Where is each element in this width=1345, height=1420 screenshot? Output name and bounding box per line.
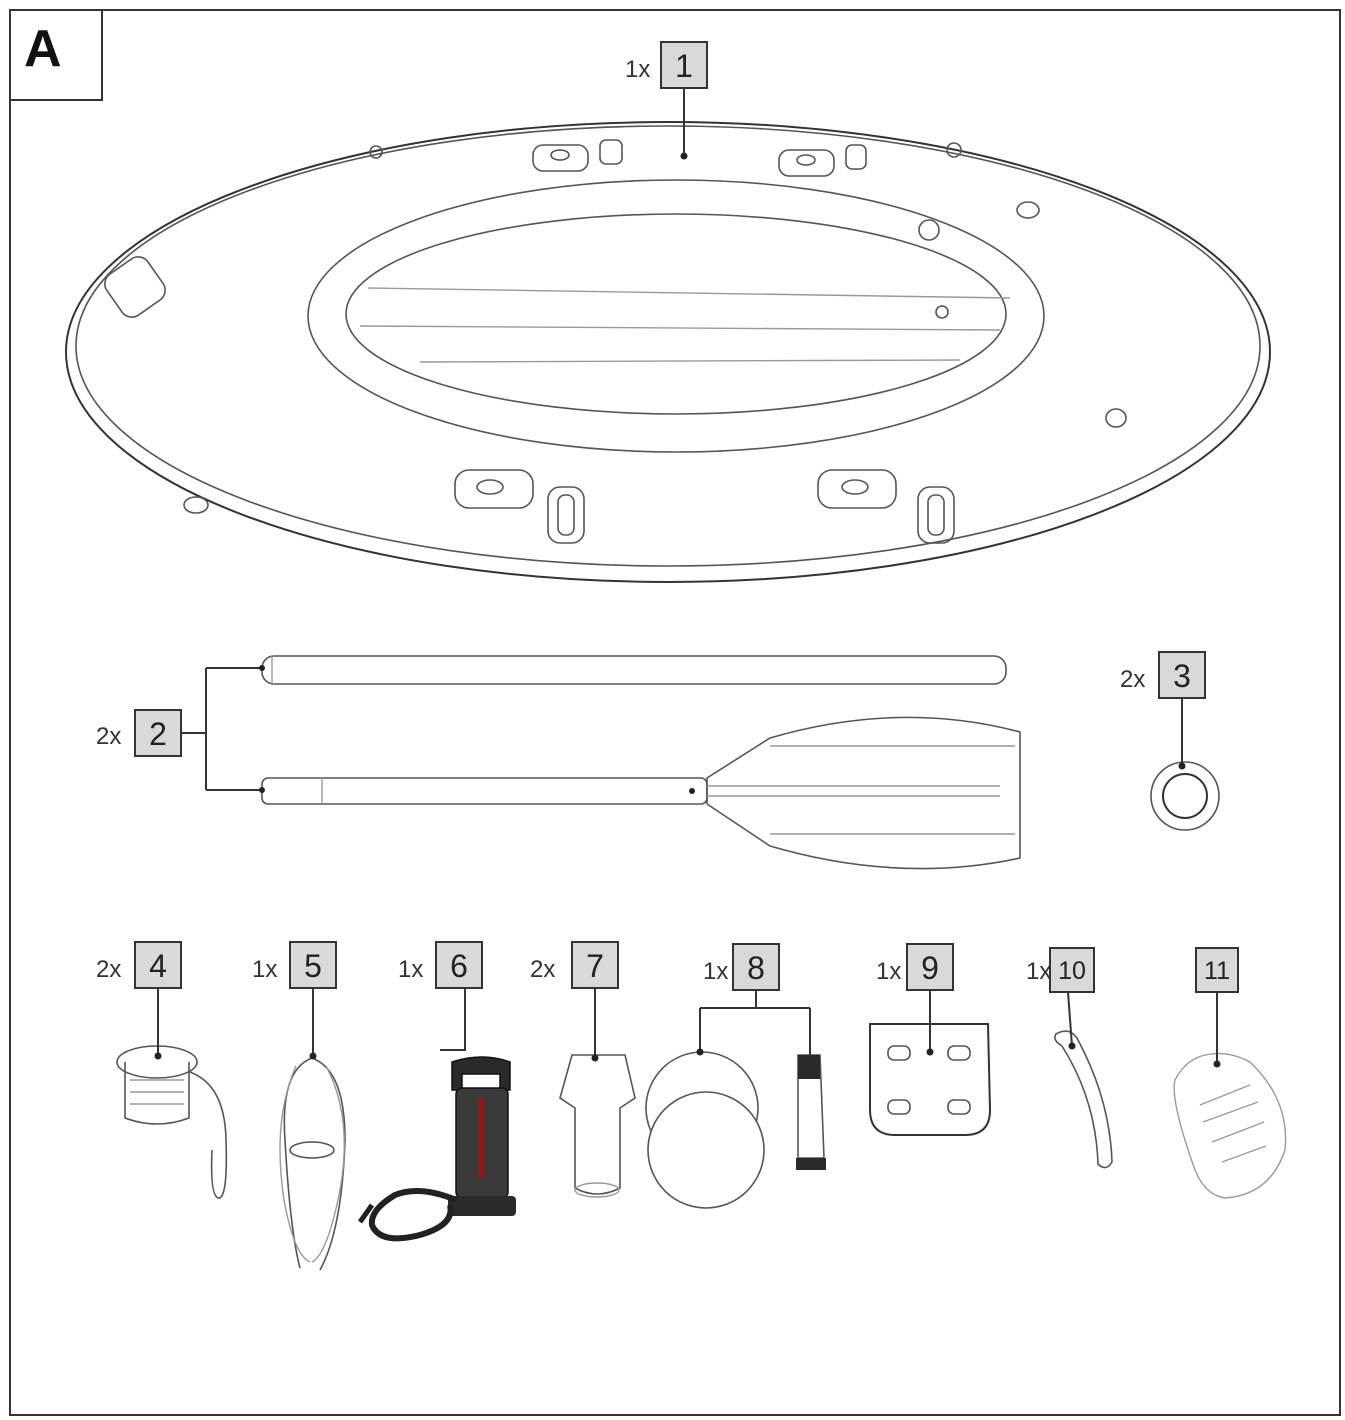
callout-9: 1x 9 xyxy=(876,943,954,1056)
part-number: 10 xyxy=(1058,957,1086,985)
quantity-label: 1x xyxy=(703,958,728,985)
quantity-label: 1x xyxy=(1026,958,1051,985)
callout-10: 1x 10 xyxy=(1026,947,1095,1050)
boat-illustration xyxy=(65,121,1271,583)
callout-4: 2x 4 xyxy=(96,941,182,1060)
panel-frame: A xyxy=(9,9,1341,1416)
panel-letter: A xyxy=(24,20,62,78)
callout-8: 1x 8 xyxy=(696,943,811,1056)
valve-illustration xyxy=(116,1045,228,1199)
plug-illustration xyxy=(559,1054,636,1198)
quantity-label: 1x xyxy=(876,958,901,985)
part-number: 9 xyxy=(921,950,939,986)
part-number: 8 xyxy=(747,950,765,986)
part-number: 11 xyxy=(1204,957,1230,985)
part-number: 1 xyxy=(675,48,693,84)
part-number: 3 xyxy=(1173,658,1191,694)
handle-illustration xyxy=(1173,1052,1287,1199)
pump-illustration xyxy=(357,1056,516,1242)
callout-11: 11 xyxy=(1195,947,1239,1068)
part-number: 4 xyxy=(149,948,167,984)
callout-7: 2x 7 xyxy=(530,941,619,1062)
part-number: 7 xyxy=(586,948,604,984)
oar-illustration xyxy=(261,655,1021,870)
callout-3: 2x 3 xyxy=(1120,651,1206,770)
part-number: 5 xyxy=(304,948,322,984)
part-number: 6 xyxy=(450,948,468,984)
quantity-label: 1x xyxy=(625,56,650,83)
quantity-label: 1x xyxy=(398,956,423,983)
callout-2: 2x 2 xyxy=(96,665,265,793)
quantity-label: 1x xyxy=(252,956,277,983)
callout-1: 1x 1 xyxy=(625,41,708,155)
quantity-label: 2x xyxy=(96,956,121,983)
tube-illustration xyxy=(1054,1030,1113,1169)
callout-5: 1x 5 xyxy=(252,941,337,1060)
ring-illustration xyxy=(1150,761,1220,831)
callout-6: 1x 6 xyxy=(398,941,483,1051)
bracket-illustration xyxy=(869,1023,992,1136)
quantity-label: 2x xyxy=(530,956,555,983)
quantity-label: 2x xyxy=(96,723,121,750)
rope-illustration xyxy=(279,1057,346,1271)
repair-kit-illustration xyxy=(645,1051,826,1209)
part-number: 2 xyxy=(149,716,167,752)
quantity-label: 2x xyxy=(1120,666,1145,693)
